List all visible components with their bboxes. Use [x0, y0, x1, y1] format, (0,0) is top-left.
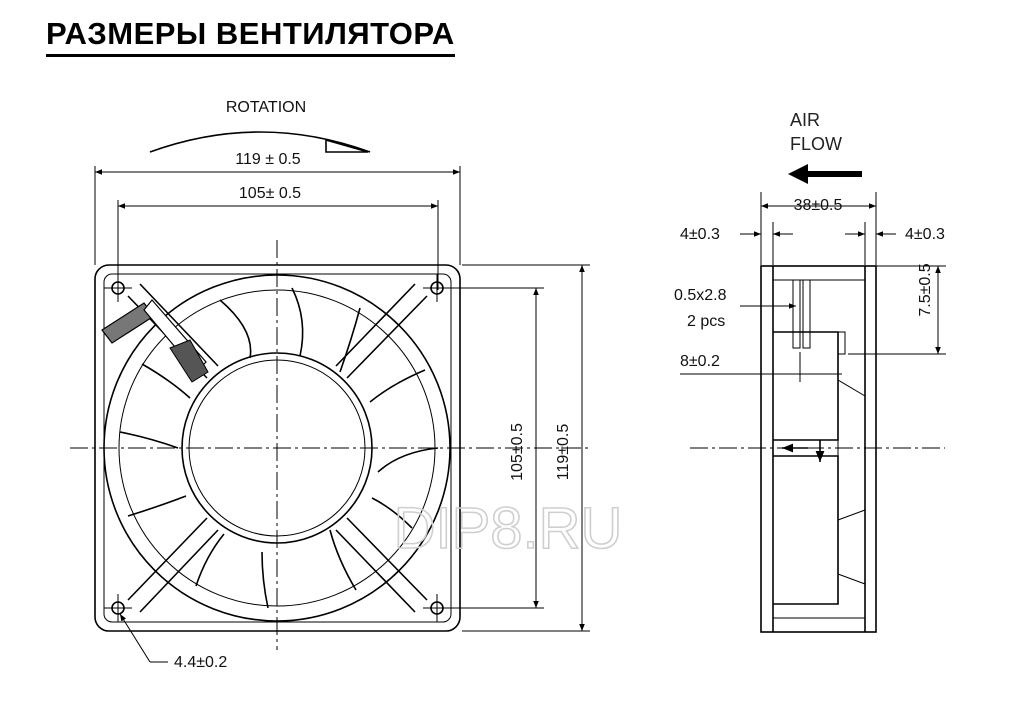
- fan-blades: [119, 287, 439, 609]
- fan-hub: [181, 352, 373, 544]
- airflow-label-line2: FLOW: [790, 134, 842, 154]
- side-view: AIR FLOW 38±0.5 4±0.3 4±0.3: [674, 110, 946, 633]
- depth-label: 38±0.5: [794, 197, 843, 214]
- hole-width-label: 105± 0.5: [239, 185, 301, 202]
- airflow-label-line1: AIR: [790, 110, 820, 130]
- hub-offset-dimension: [680, 352, 842, 382]
- depth-dimension: [760, 192, 877, 265]
- outer-width-label: 119 ± 0.5: [235, 151, 301, 168]
- watermark: DIP8.RU: [394, 496, 623, 561]
- hole-width-dimension: [117, 200, 439, 290]
- page-title: РАЗМЕРЫ ВЕНТИЛЯТОРА: [46, 14, 455, 57]
- outer-width-dimension: [94, 166, 461, 265]
- flange-dimensions: [740, 222, 896, 265]
- fan-side-body: [760, 265, 877, 633]
- flange-left-label: 4±0.3: [680, 226, 720, 243]
- terminal-count-label: 2 pcs: [687, 313, 725, 330]
- wire-connector: [101, 299, 209, 383]
- hub-offset-label: 8±0.2: [680, 353, 720, 370]
- terminals: [792, 279, 846, 355]
- terminal-size-label: 0.5x2.8: [674, 287, 727, 304]
- outer-height-label: 119±0.5: [555, 424, 572, 481]
- terminal-offset-dimension: [848, 265, 946, 355]
- rotation-arrow-icon: [149, 131, 371, 153]
- hole-height-label: 105±0.5: [509, 423, 526, 481]
- flange-right-label: 4±0.3: [905, 226, 945, 243]
- hole-diameter-leader: [119, 613, 168, 663]
- hole-diameter-label: 4.4±0.2: [174, 654, 227, 671]
- airflow-arrow-icon: [788, 164, 862, 184]
- outer-height-dimension: [462, 264, 590, 632]
- hole-height-dimension: [440, 287, 544, 609]
- rotation-label: ROTATION: [226, 99, 306, 116]
- front-view: ROTATION 119 ± 0.5 105± 0.5: [70, 99, 590, 671]
- terminal-offset-label: 7.5±0.5: [917, 263, 934, 316]
